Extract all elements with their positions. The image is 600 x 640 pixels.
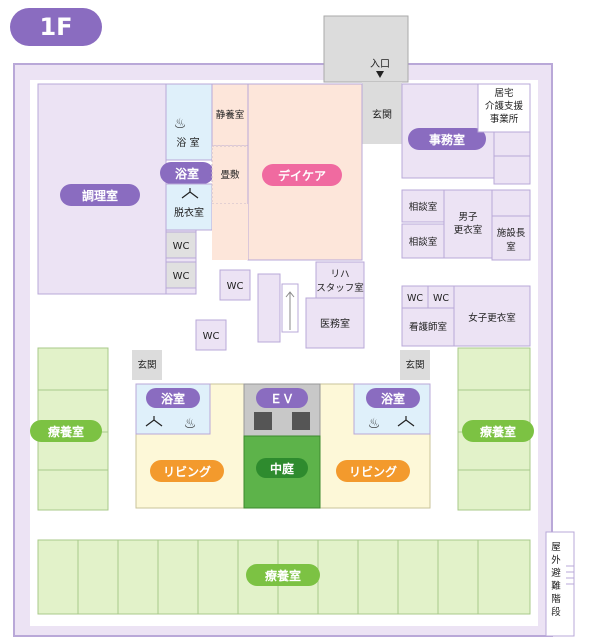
bath-right-label: 浴室 [381, 391, 405, 406]
genkan-top [362, 82, 402, 144]
director-label-1: 施設長 [497, 227, 526, 239]
male-locker-label-1: 男子 [458, 212, 478, 223]
bath-left-pill [146, 388, 200, 408]
bath-top-label: 浴室 [175, 166, 199, 181]
ev-pill [256, 388, 308, 408]
ryoyo-bottom-pill [246, 564, 320, 586]
genkan-top-label: 玄関 [372, 108, 392, 121]
office-side-2 [493, 155, 531, 185]
office-side-3 [491, 189, 531, 217]
elevator-icon-1 [254, 412, 272, 430]
tatami-label: 畳敷 [220, 169, 240, 181]
entrance-tower [323, 15, 409, 83]
stairs-steps-icon [566, 565, 574, 585]
ryoyo-bottom-block [37, 539, 531, 615]
wc-room-3 [219, 269, 251, 301]
office-side-1 [493, 131, 531, 157]
bath-top-pill [160, 162, 214, 184]
director-room [491, 215, 531, 261]
stairs-arrow-icon [285, 291, 295, 330]
courtyard-pill [256, 458, 308, 478]
rehab-staff-room [315, 261, 365, 299]
ryoyo-left-label: 療養室 [48, 424, 84, 439]
director-label-2: 室 [506, 241, 516, 253]
bath-top-small-label: 浴 室 [176, 136, 199, 149]
nurse-label: 看護師室 [409, 321, 447, 333]
ryoyo-bottom-label: 療養室 [265, 568, 301, 583]
medical-room [305, 297, 365, 349]
office-pill [408, 128, 486, 150]
kyotaku-label: 居宅 [494, 87, 513, 99]
hanger-icon-right [397, 416, 415, 427]
genkan-left-label: 玄関 [137, 359, 156, 371]
living-left-label: リビング [163, 464, 211, 479]
daycare-label: デイケア [278, 168, 326, 183]
wc-label-1: WC [173, 241, 190, 252]
floor-label: 1F [39, 13, 72, 41]
daycare-pill [262, 164, 342, 186]
office-label: 事務室 [429, 132, 465, 147]
bath-left-label: 浴室 [161, 391, 185, 406]
floor-badge [10, 8, 102, 46]
kaigo-label: 介護支援 [485, 100, 524, 112]
stairs-label-4: 難 [551, 580, 561, 592]
stairs-label-6: 段 [551, 606, 561, 618]
genkan-right [400, 350, 430, 380]
consult-label-1: 相談室 [409, 201, 438, 213]
consult-label-2: 相談室 [409, 236, 438, 248]
hanger-icon-left [145, 416, 163, 427]
elevator-icon-2 [292, 412, 310, 430]
stairs-center [257, 273, 281, 343]
female-locker-room [453, 285, 531, 347]
stairs-label-3: 避 [551, 567, 561, 579]
living-right-label: リビング [349, 464, 397, 479]
female-locker-label: 女子更衣室 [468, 312, 516, 324]
wc-label-6: WC [433, 293, 449, 304]
wc-room-1 [165, 231, 197, 259]
entrance-label: 入口 [370, 59, 390, 70]
wc-label-3: WC [227, 281, 244, 292]
rehab-label-1: リハ [330, 269, 349, 280]
courtyard-label: 中庭 [270, 461, 294, 476]
living-right-pill [336, 460, 410, 482]
jigyosho-label: 事業所 [490, 113, 519, 125]
ryoyo-left-pill [30, 420, 102, 442]
male-locker-room [443, 189, 493, 259]
bath-right-pill [366, 388, 420, 408]
rehab-label-2: スタッフ室 [316, 282, 364, 294]
wc-room-2 [165, 261, 197, 289]
entrance-arrow-icon [376, 71, 384, 78]
living-left-pill [150, 460, 224, 482]
wc-label-4: WC [203, 331, 220, 342]
ryoyo-right-label: 療養室 [480, 424, 516, 439]
stairs-label-2: 外 [551, 554, 561, 566]
dressing-label: 脱衣室 [174, 206, 204, 219]
genkan-right-label: 玄関 [405, 359, 424, 371]
dressing-room [165, 183, 213, 231]
stairs-label-5: 階 [551, 594, 561, 605]
bath-top-room [165, 83, 213, 161]
medical-label: 医務室 [320, 317, 350, 330]
ev-label: ＥＶ [270, 392, 294, 406]
wc-label-2: WC [173, 271, 190, 282]
hanger-icon [181, 188, 199, 199]
bath-tub-icon: ♨ [174, 116, 187, 132]
quiet-room-label: 静養室 [216, 109, 245, 121]
wc-room-4 [195, 319, 227, 351]
daycare-annex [212, 204, 248, 260]
male-locker-label-2: 更衣室 [454, 224, 483, 236]
stairs-label-1: 屋 [551, 542, 561, 553]
kyotaku-room [477, 83, 531, 133]
wc-label-5: WC [407, 293, 423, 304]
kitchen-label: 調理室 [82, 188, 118, 203]
bath-tub-icon-right: ♨ [368, 416, 381, 432]
genkan-left [132, 350, 162, 380]
kitchen-pill [60, 184, 140, 206]
bath-tub-icon-left: ♨ [184, 416, 197, 432]
ryoyo-right-pill [462, 420, 534, 442]
